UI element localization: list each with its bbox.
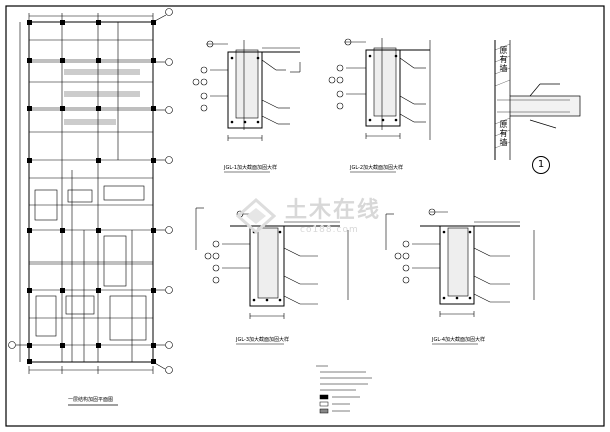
wall-detail — [494, 40, 581, 160]
wall-label-lower: 原有墙 — [499, 120, 508, 147]
detail-jgl-2 — [328, 38, 431, 140]
floor-plan — [19, 13, 154, 374]
detail-c-caption: JGL-3加大截面加固大样 — [236, 337, 290, 343]
watermark-url: co188.com — [300, 225, 359, 235]
detail-jgl-3 — [195, 207, 349, 319]
detail-d-caption: JGL-4加大截面加固大样 — [432, 337, 486, 343]
detail-marker: 1 — [532, 156, 550, 174]
wall-label-upper: 原有墙 — [499, 46, 508, 73]
plan-caption: 一层结构加固平面图 — [68, 397, 114, 403]
watermark-text: 土木在线 — [285, 198, 382, 223]
detail-b-caption: JGL-2加大截面加固大样 — [350, 165, 404, 171]
detail-jgl-1 — [192, 40, 301, 141]
watermark-logo — [236, 198, 276, 234]
detail-jgl-4 — [385, 208, 535, 317]
plan-columns — [27, 20, 156, 364]
sheet-border — [5, 5, 605, 427]
detail-a-caption: JGL-1加大截面加固大样 — [224, 165, 278, 171]
notes-block — [316, 365, 372, 414]
plan-axis-bubbles — [8, 8, 173, 374]
